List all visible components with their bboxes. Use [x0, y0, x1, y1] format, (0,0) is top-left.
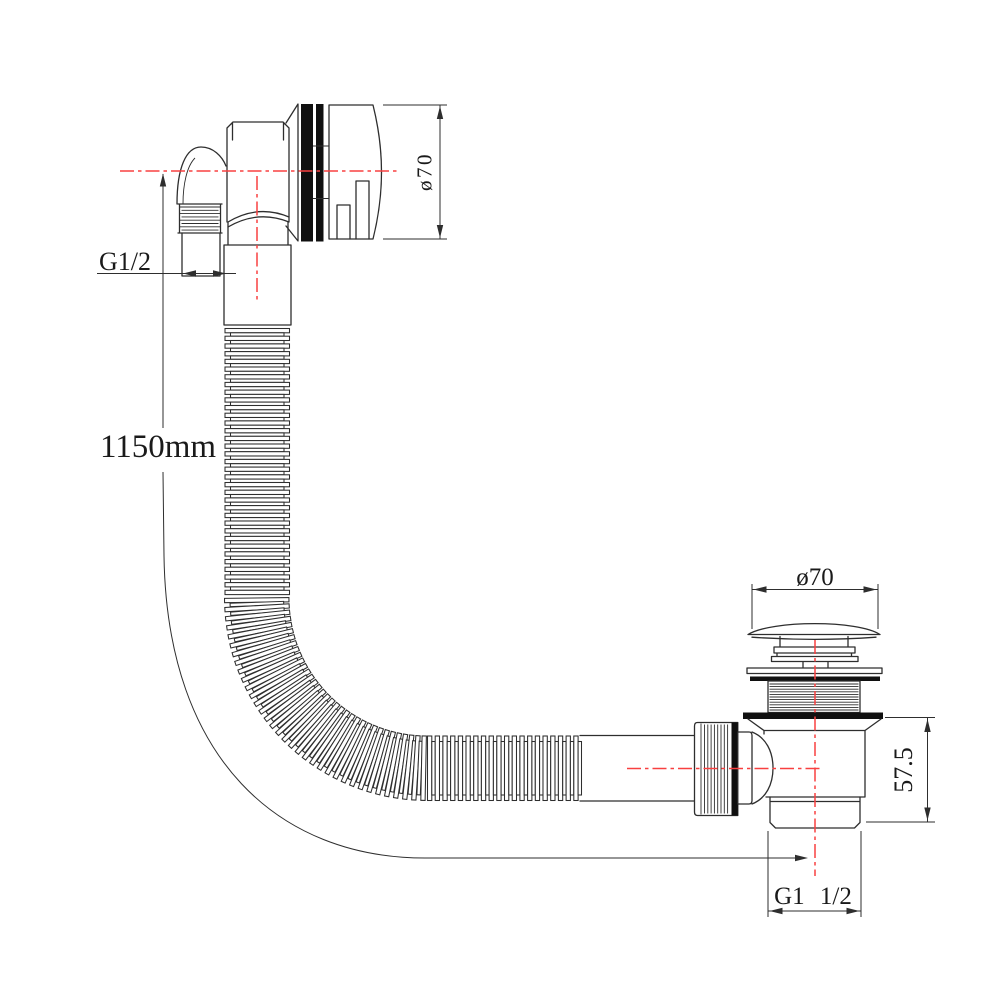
dimension-hose-length: 1150mm [100, 173, 808, 862]
dim-label-height: 57.5 [889, 747, 918, 793]
hose-ribs-vertical [224, 327, 291, 596]
hose-ribs-horizontal [426, 735, 583, 802]
overflow-elbow-outlet-pipe [181, 232, 221, 277]
dimension-waste-height: 57.5 [866, 717, 935, 823]
dim-label-dia70-bottom: ø70 [796, 564, 834, 591]
dim-label-g12: G1/2 [99, 247, 151, 276]
arrow-right-icon [795, 854, 808, 862]
overflow-gasket-1 [301, 104, 313, 242]
overflow-fitting [176, 103, 383, 326]
dim-label-g112: G1 1/2 [774, 883, 852, 910]
dim-label-length: 1150mm [100, 429, 216, 465]
overflow-elbow-dome-inner [182, 157, 196, 205]
waste-stem [770, 635, 859, 669]
arrow-down-icon [436, 225, 444, 238]
arrow-up-icon [924, 719, 931, 732]
waste-dome-cap [747, 622, 881, 640]
overflow-thread-block [177, 203, 223, 234]
hose-plain-end [579, 734, 701, 802]
overflow-elbow-dome [176, 146, 227, 205]
overflow-gasket-2 [316, 104, 324, 242]
arrow-left-icon [769, 907, 783, 915]
dimension-overflow-thread: G1/2 [97, 247, 236, 277]
arrow-left-icon [753, 586, 767, 593]
dimensions: G1/2 1150mm ø70 ø70 57.5 [97, 104, 935, 917]
overflow-tee-body [226, 121, 290, 223]
waste-gasket-2 [743, 712, 883, 719]
waste-collar [737, 731, 753, 805]
arrow-right-icon [846, 907, 860, 915]
face-plate-step-2 [355, 180, 370, 240]
overflow-tee-saddle [227, 210, 290, 228]
overflow-stem-ticks [313, 145, 329, 199]
flexible-hose [223, 327, 701, 802]
face-plate-step-1 [336, 204, 351, 240]
arrow-right-icon [213, 270, 226, 277]
dimension-outlet-thread: G1 1/2 [767, 831, 862, 917]
overflow-tee-downpipe [227, 221, 289, 246]
arrow-up-icon [436, 106, 444, 119]
dim-label-dia70-top: ø70 [413, 152, 437, 191]
centerlines [120, 170, 823, 876]
dimension-overflow-diameter: ø70 [383, 104, 447, 240]
elbow-thread-lines [179, 206, 221, 231]
arrow-left-icon [183, 270, 196, 277]
hose-ribs-bend [223, 597, 427, 801]
arrow-right-icon [863, 586, 877, 593]
overflow-flange [285, 103, 299, 242]
arrow-down-icon [924, 807, 931, 821]
waste-thread-lines [769, 683, 859, 711]
waste-fitting [693, 622, 883, 829]
dimension-waste-cap-diameter: ø70 [751, 564, 879, 629]
arrow-up-icon [159, 173, 167, 187]
